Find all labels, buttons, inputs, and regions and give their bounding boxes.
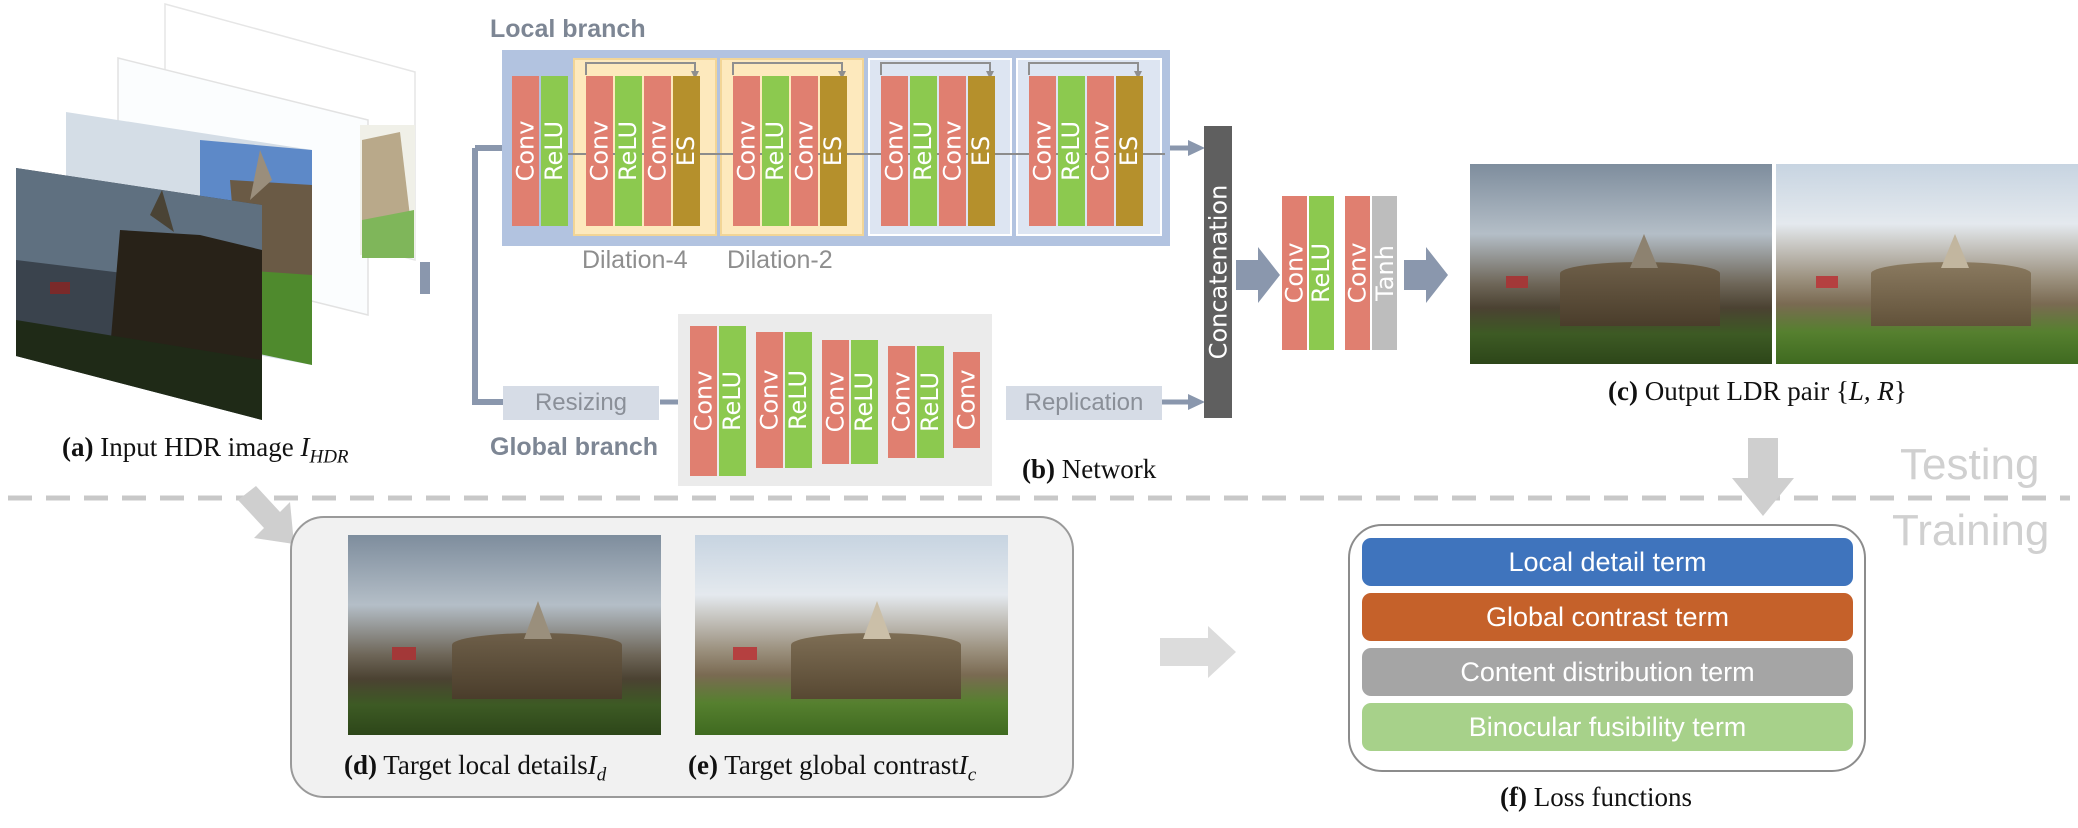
d2-conv-a: Conv bbox=[733, 76, 761, 226]
d2-es: ES bbox=[820, 76, 848, 226]
training-label: Training bbox=[1892, 506, 2050, 555]
concat-arrow bbox=[1236, 247, 1280, 303]
local-branch-title: Local branch bbox=[490, 15, 646, 43]
resizing-label: Resizing bbox=[503, 386, 659, 420]
hdr-exposure-stack bbox=[16, 3, 430, 420]
branch-connectors bbox=[472, 140, 1205, 410]
output-ldr-right-image bbox=[1776, 164, 2078, 364]
local-relu-1: ReLU bbox=[541, 76, 569, 226]
d2-relu: ReLU bbox=[762, 76, 790, 226]
g-conv-4: Conv bbox=[888, 346, 916, 458]
caption-d: (d) Target local detailsId bbox=[344, 750, 607, 786]
g-relu-3: ReLU bbox=[851, 340, 879, 464]
caption-e: (e) Target global contrastIc bbox=[688, 750, 977, 786]
loss-global-contrast: Global contrast term bbox=[1362, 593, 1853, 641]
g-conv-5: Conv bbox=[953, 352, 981, 448]
d4-es: ES bbox=[673, 76, 701, 226]
head-conv-1: Conv bbox=[1281, 196, 1309, 350]
concatenation-layer: Concatenation bbox=[1204, 126, 1232, 418]
b3-conv-b: Conv bbox=[939, 76, 967, 226]
b3-relu: ReLU bbox=[910, 76, 938, 226]
testing-label: Testing bbox=[1900, 440, 2040, 489]
b4-es: ES bbox=[1116, 76, 1144, 226]
dilation-2-label: Dilation-2 bbox=[727, 246, 833, 274]
g-relu-1: ReLU bbox=[719, 326, 747, 476]
caption-c: (c) Output LDR pair {L, R} bbox=[1608, 376, 1907, 406]
b4-conv-b: Conv bbox=[1087, 76, 1115, 226]
head-relu: ReLU bbox=[1308, 196, 1336, 350]
head-conv-2: Conv bbox=[1344, 196, 1372, 350]
d2-conv-b: Conv bbox=[791, 76, 819, 226]
output-arrow bbox=[1404, 247, 1448, 303]
b4-relu: ReLU bbox=[1058, 76, 1086, 226]
output-to-losses-arrow bbox=[1732, 438, 1794, 516]
caption-b: (b) Network bbox=[1022, 454, 1157, 484]
loss-content-distribution: Content distribution term bbox=[1362, 648, 1853, 696]
replication-label: Replication bbox=[1006, 386, 1162, 420]
g-relu-4: ReLU bbox=[917, 346, 945, 458]
g-conv-2: Conv bbox=[756, 332, 784, 468]
caption-a: (a) Input HDR image IHDR bbox=[62, 432, 349, 468]
b3-es: ES bbox=[968, 76, 996, 226]
d4-conv-a: Conv bbox=[586, 76, 614, 226]
caption-f: (f) Loss functions bbox=[1500, 782, 1692, 812]
output-ldr-left-image bbox=[1470, 164, 1772, 364]
skip-connections bbox=[585, 62, 1142, 79]
d4-relu: ReLU bbox=[615, 76, 643, 226]
local-conv-1: Conv bbox=[512, 76, 540, 226]
global-branch-title: Global branch bbox=[490, 433, 659, 461]
b4-conv-a: Conv bbox=[1029, 76, 1057, 226]
input-to-targets-arrow bbox=[238, 486, 294, 544]
target-global-contrast-image bbox=[695, 535, 1008, 735]
phase-divider bbox=[8, 495, 2070, 501]
g-conv-3: Conv bbox=[822, 340, 850, 464]
loss-binocular-fusibility: Binocular fusibility term bbox=[1362, 703, 1853, 751]
g-conv-1: Conv bbox=[690, 326, 718, 476]
loss-local-detail: Local detail term bbox=[1362, 538, 1853, 586]
local-branch-flow-line bbox=[565, 153, 1165, 155]
b3-conv-a: Conv bbox=[881, 76, 909, 226]
d4-conv-b: Conv bbox=[644, 76, 672, 226]
dilation-4-label: Dilation-4 bbox=[582, 246, 688, 274]
target-local-details-image bbox=[348, 535, 661, 735]
targets-to-losses-arrow bbox=[1160, 626, 1236, 678]
head-tanh: Tanh bbox=[1371, 196, 1399, 350]
g-relu-2: ReLU bbox=[785, 332, 813, 468]
